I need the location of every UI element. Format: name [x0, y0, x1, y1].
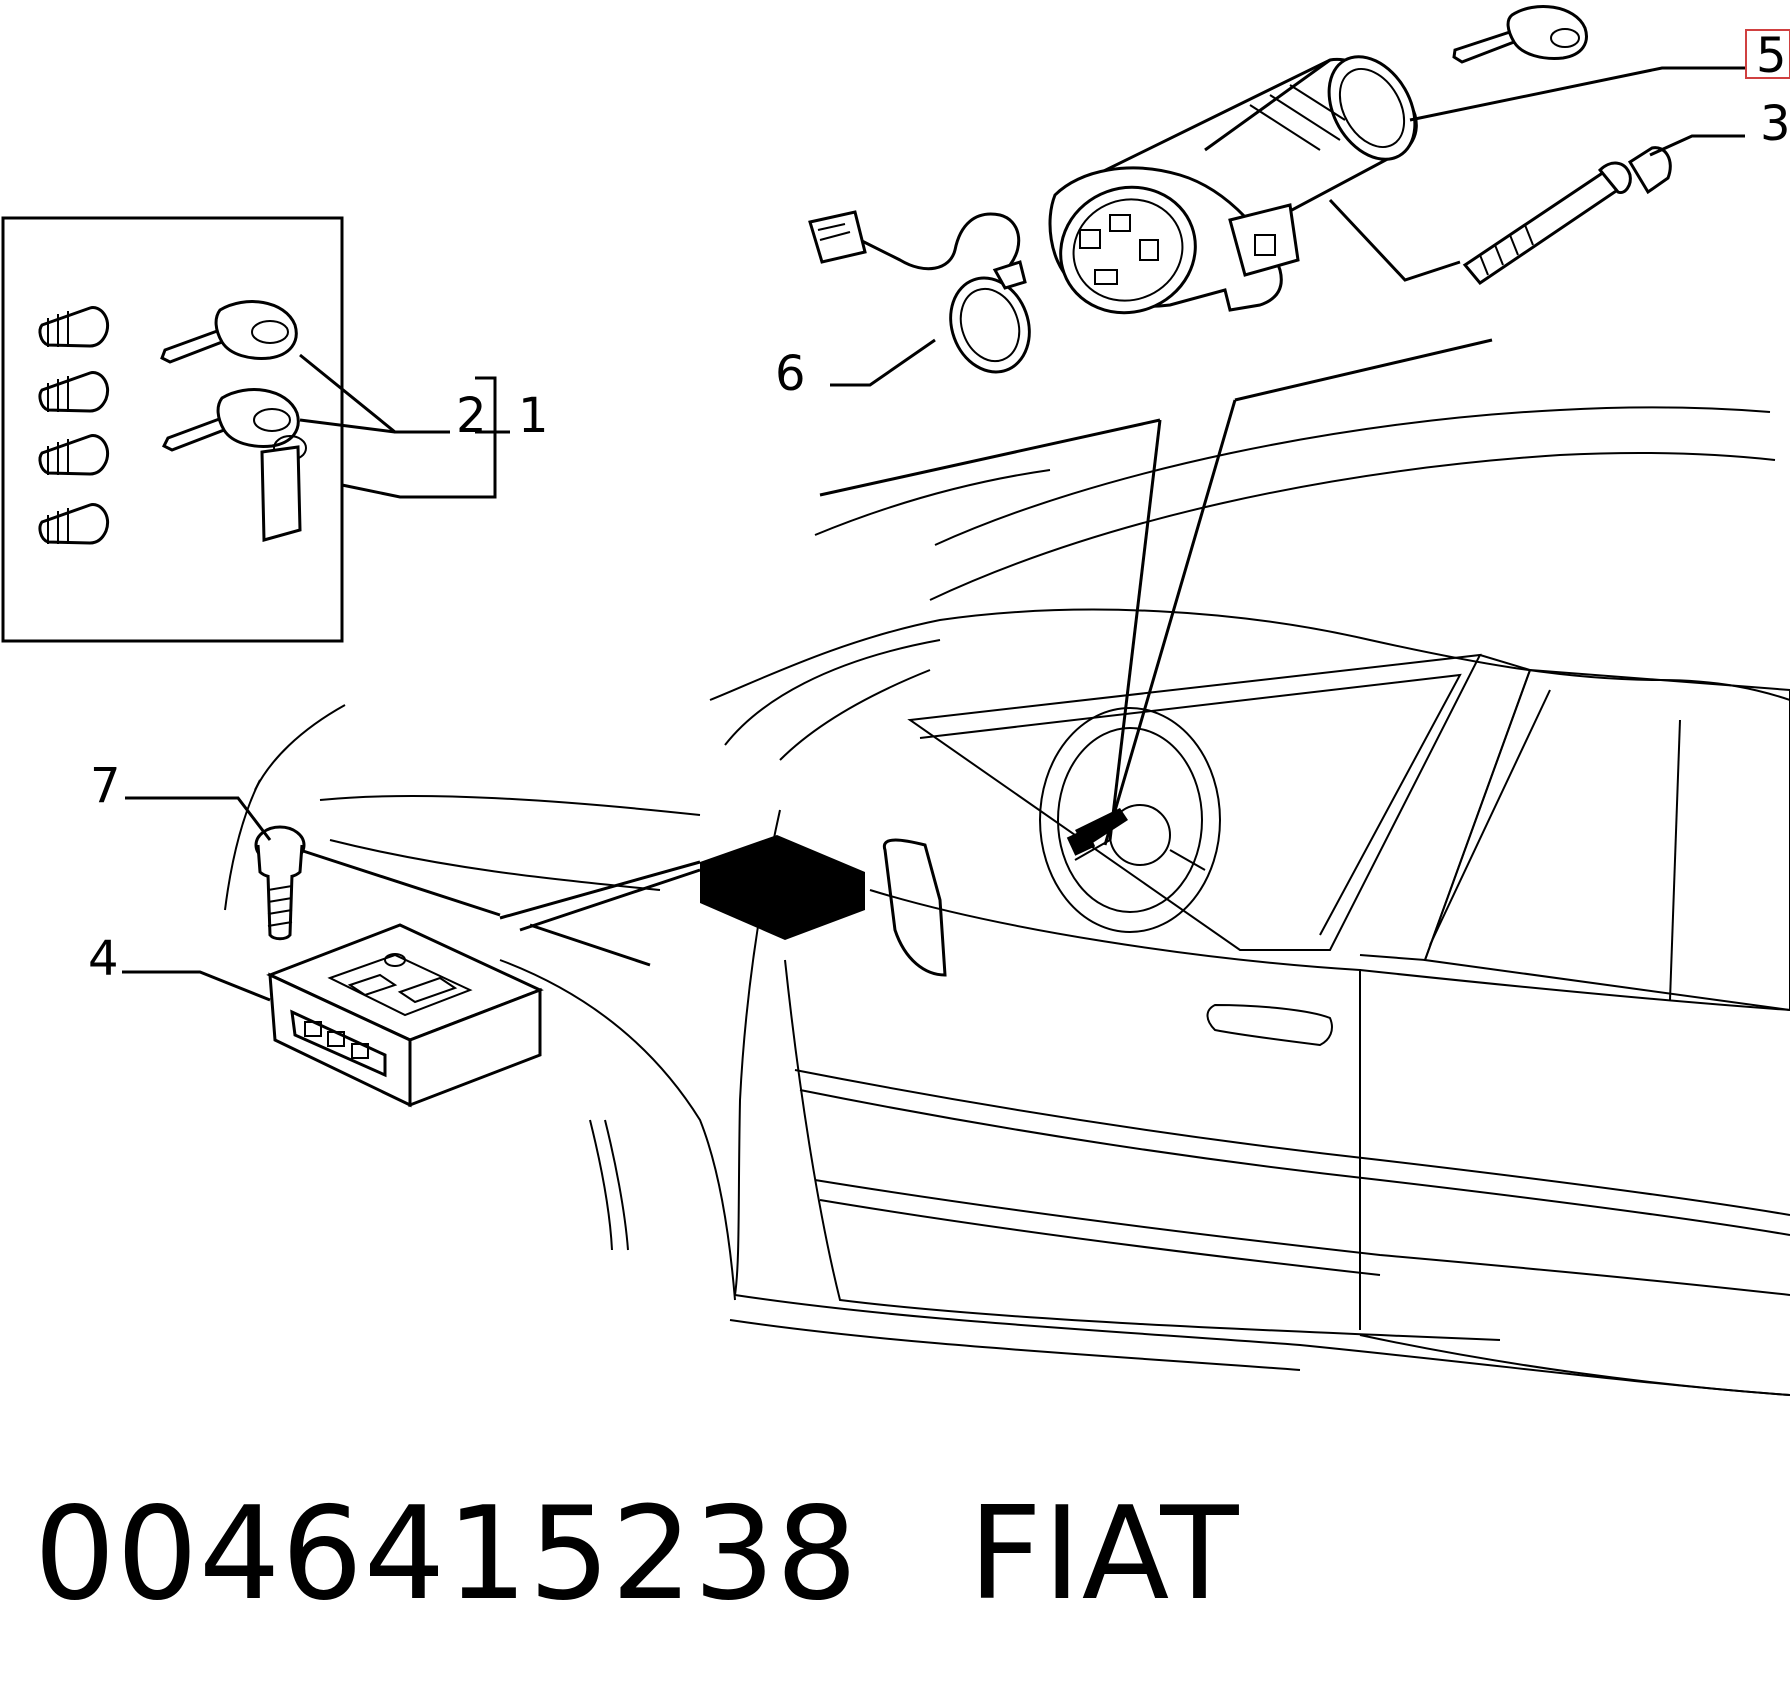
- callout-1[interactable]: 1: [518, 388, 549, 444]
- ecu-location-box: [499, 835, 865, 940]
- car-outline: [224, 406, 1790, 1396]
- callout-3[interactable]: 3: [1760, 96, 1790, 152]
- brand-name: FIAT: [968, 1480, 1240, 1629]
- ignition-location-leaders: [819, 338, 1493, 846]
- screw-icon: [125, 796, 306, 941]
- callout-5[interactable]: 5: [1756, 28, 1787, 84]
- key-icon: [1452, 4, 1588, 64]
- callout-6[interactable]: 6: [775, 346, 806, 402]
- callout-2[interactable]: 2: [456, 388, 487, 444]
- key-with-tag-icon: [161, 388, 307, 542]
- lock-cylinder-icon: [38, 306, 109, 348]
- lock-cylinder-icon: [38, 371, 109, 413]
- lock-cylinder-icon: [38, 503, 109, 545]
- ignition-marker: [1066, 808, 1128, 856]
- key-kit-inset: [1, 216, 510, 643]
- bolt-icon: [1462, 134, 1745, 286]
- ignition-switch-assembly: [1048, 55, 1745, 315]
- highlight-box: [1745, 29, 1790, 79]
- key-icon: [160, 300, 298, 364]
- caption: 0046415238 FIAT: [34, 1480, 1240, 1630]
- lock-cylinder-icon: [38, 434, 109, 476]
- callout-4[interactable]: 4: [88, 931, 119, 987]
- ecu-module-icon: [122, 923, 544, 1108]
- transponder-coil-icon: [808, 210, 1031, 387]
- part-number: 0046415238: [34, 1480, 859, 1629]
- callout-7[interactable]: 7: [90, 758, 121, 814]
